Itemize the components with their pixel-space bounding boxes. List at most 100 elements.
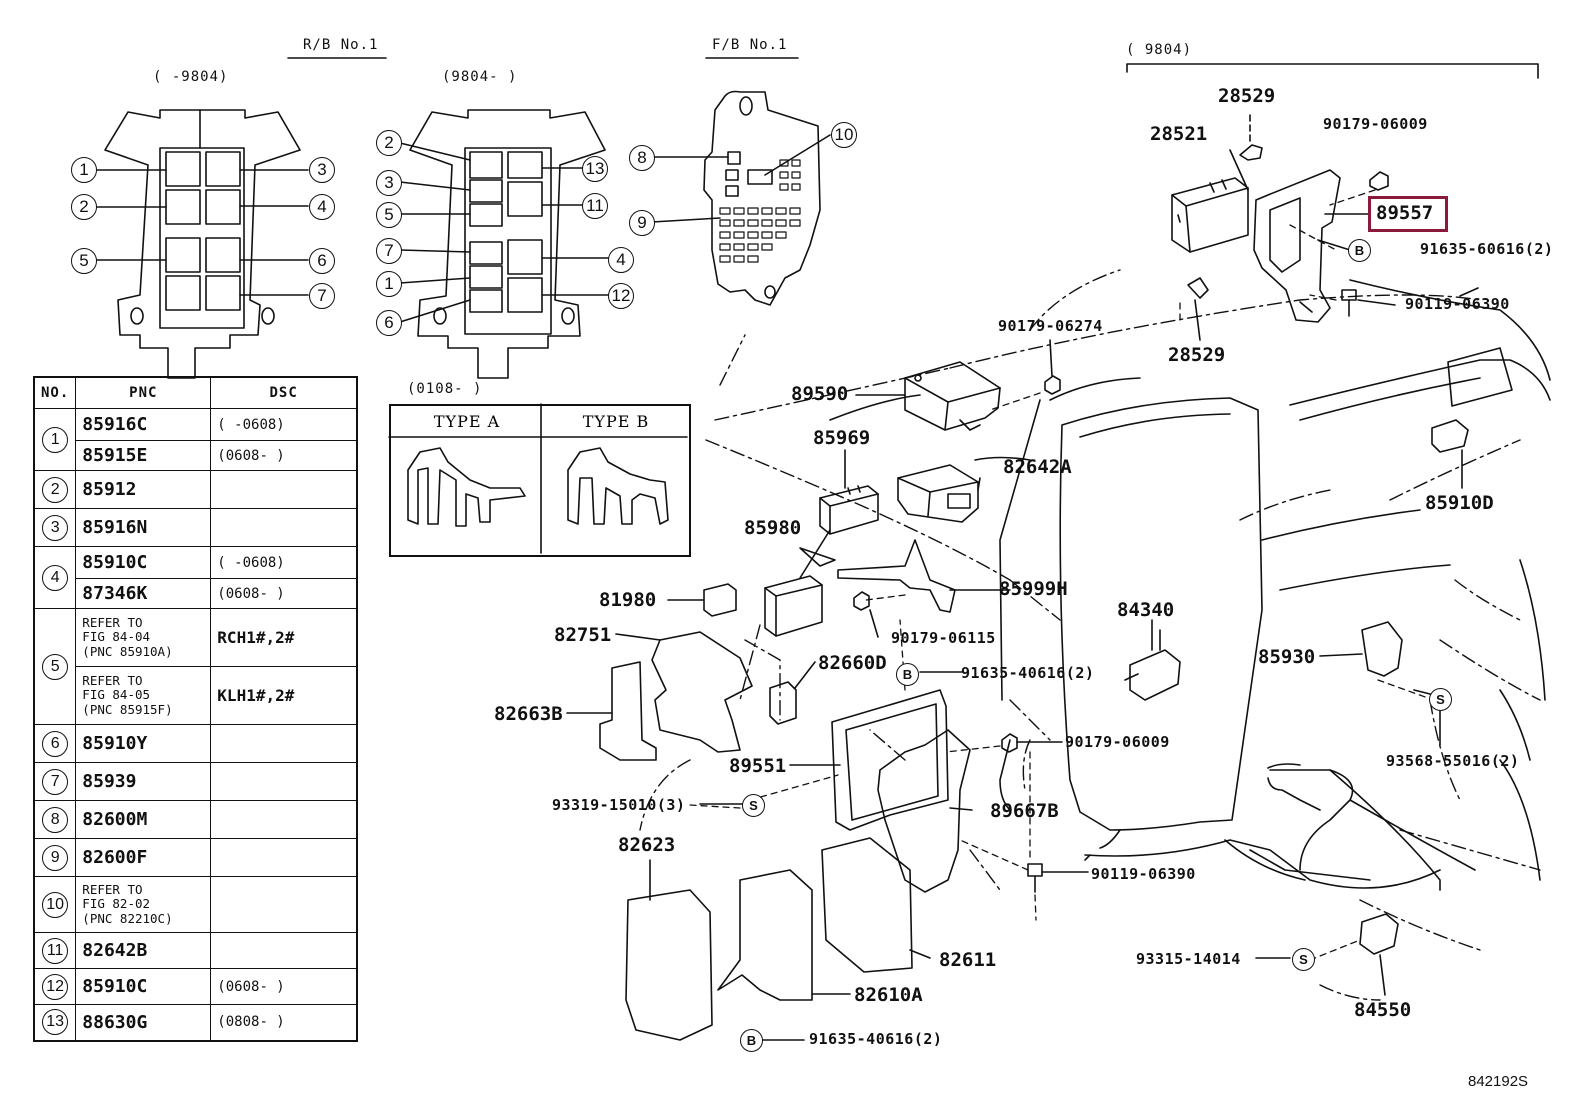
label-28529-top[interactable]: 28529 <box>1218 85 1276 107</box>
label-91635-40616-b[interactable]: 91635-40616(2) <box>809 1030 943 1048</box>
callout-8-fuse: 8 <box>629 145 655 171</box>
row-pnc: 82642B <box>75 932 212 969</box>
callout-3-right: 3 <box>376 170 402 196</box>
part-82663B-glyph <box>599 661 657 761</box>
row-no: 6 <box>42 730 69 757</box>
label-82623[interactable]: 82623 <box>618 834 676 856</box>
label-90179-06009-b[interactable]: 90179-06009 <box>1065 733 1170 751</box>
fastener-b-marker: B <box>740 1029 763 1052</box>
label-28521[interactable]: 28521 <box>1150 123 1208 145</box>
row-no: 5 <box>42 653 69 680</box>
part-85980-glyph <box>764 547 836 637</box>
row-dsc <box>210 508 358 547</box>
label-93315-14014[interactable]: 93315-14014 <box>1136 950 1241 968</box>
row-pnc-ref: REFER TO FIG 84-05 (PNC 85915F) <box>75 666 212 725</box>
part-28529-top-glyph <box>1239 144 1263 161</box>
label-82642A[interactable]: 82642A <box>1003 456 1072 478</box>
label-28529-bottom[interactable]: 28529 <box>1168 344 1226 366</box>
row-dsc: RCH1#,2# <box>210 608 358 667</box>
row-dsc: ( -0608) <box>210 408 358 441</box>
label-91635-40616-a[interactable]: 91635-40616(2) <box>961 664 1095 682</box>
label-84550[interactable]: 84550 <box>1354 999 1412 1021</box>
type-box: TYPE A TYPE B <box>389 404 691 557</box>
table-row: 6 85910Y <box>33 724 358 763</box>
label-89551[interactable]: 89551 <box>729 755 787 777</box>
label-82611[interactable]: 82611 <box>939 949 997 971</box>
label-85999H[interactable]: 85999H <box>999 578 1068 600</box>
relay-box-right <box>399 109 609 379</box>
label-85969[interactable]: 85969 <box>813 427 871 449</box>
part-82751-glyph <box>651 631 753 753</box>
callout-4-left: 4 <box>309 194 335 220</box>
label-90119-06390-a[interactable]: 90119-06390 <box>1405 295 1510 313</box>
row-dsc: KLH1#,2# <box>210 666 358 725</box>
nut-90179-06115-glyph <box>853 591 870 611</box>
row-no: 11 <box>42 937 69 964</box>
label-90179-06274[interactable]: 90179-06274 <box>998 317 1103 335</box>
table-row: 8 82600M <box>33 800 358 839</box>
row-dsc: (0608- ) <box>210 440 358 471</box>
row-pnc: 88630G <box>75 1004 212 1041</box>
label-81980[interactable]: 81980 <box>599 589 657 611</box>
callout-7-left: 7 <box>309 283 335 309</box>
type-range: (0108- ) <box>407 381 483 397</box>
part-82623-glyph <box>625 889 713 1041</box>
row-dsc <box>210 932 358 969</box>
label-90179-06009-a[interactable]: 90179-06009 <box>1323 115 1428 133</box>
row-pnc-ref: REFER TO FIG 82-02 (PNC 82210C) <box>75 876 212 933</box>
ref-line: (PNC 85910A) <box>82 643 173 659</box>
vehicle-outline <box>639 269 1541 1001</box>
label-89557[interactable]: 89557 <box>1376 202 1434 224</box>
ref-line: REFER TO <box>82 672 143 688</box>
label-82610A[interactable]: 82610A <box>854 984 923 1006</box>
label-89667B[interactable]: 89667B <box>990 800 1059 822</box>
table-row: 7 85939 <box>33 762 358 801</box>
part-89667B-glyph <box>877 729 971 893</box>
rb-left-range: ( -9804) <box>153 69 229 85</box>
label-93568-55016[interactable]: 93568-55016(2) <box>1386 752 1520 770</box>
callout-7-right: 7 <box>376 238 402 264</box>
callout-5-left: 5 <box>71 248 97 274</box>
table-row: 3 85916N <box>33 508 358 547</box>
callout-1-right: 1 <box>376 271 402 297</box>
row-pnc: 85912 <box>75 470 212 509</box>
label-82751[interactable]: 82751 <box>554 624 612 646</box>
table-row: 10 REFER TO FIG 82-02 (PNC 82210C) <box>33 876 358 933</box>
fastener-b-marker: B <box>896 663 919 686</box>
label-82660D[interactable]: 82660D <box>818 652 887 674</box>
fastener-s-marker: S <box>1292 948 1315 971</box>
table-row: 85915E (0608- ) <box>34 440 358 471</box>
label-90119-06390-b[interactable]: 90119-06390 <box>1091 865 1196 883</box>
row-no: 13 <box>42 1009 69 1036</box>
col-no: NO. <box>33 376 77 409</box>
label-93319-15010[interactable]: 93319-15010(3) <box>552 796 686 814</box>
part-82642A-glyph <box>897 464 979 523</box>
row-pnc: 82600M <box>75 800 212 839</box>
label-89590[interactable]: 89590 <box>791 383 849 405</box>
label-90179-06115[interactable]: 90179-06115 <box>891 629 996 647</box>
label-85980[interactable]: 85980 <box>744 517 802 539</box>
table-row: 11 82642B <box>33 932 358 969</box>
callout-2-right: 2 <box>376 130 402 156</box>
label-82663B[interactable]: 82663B <box>494 703 563 725</box>
row-pnc: 85910C <box>75 546 212 579</box>
fb-title: F/B No.1 <box>712 37 788 53</box>
label-85930[interactable]: 85930 <box>1258 646 1316 668</box>
label-84340[interactable]: 84340 <box>1117 599 1175 621</box>
table-row: 13 88630G (0808- ) <box>33 1004 358 1041</box>
callout-11-right: 11 <box>582 193 608 219</box>
nut-90179-06009-b-glyph <box>1001 733 1018 753</box>
callout-6-left: 6 <box>309 248 335 274</box>
row-no: 2 <box>42 476 69 503</box>
diagram-number: 842192S <box>1468 1073 1529 1090</box>
table-row: 9 82600F <box>33 838 358 877</box>
table-row: 5 REFER TO FIG 84-04 (PNC 85910A) RCH1#,… <box>33 608 358 725</box>
nut-90179-06009-a-glyph <box>1369 171 1389 191</box>
ref-line: FIG 84-05 <box>82 687 151 703</box>
label-85910D[interactable]: 85910D <box>1425 492 1494 514</box>
table-row: 87346K (0608- ) <box>34 578 358 609</box>
label-91635-60616[interactable]: 91635-60616(2) <box>1420 240 1554 258</box>
part-89551-glyph <box>831 689 949 831</box>
table-row: 2 85912 <box>33 470 358 509</box>
